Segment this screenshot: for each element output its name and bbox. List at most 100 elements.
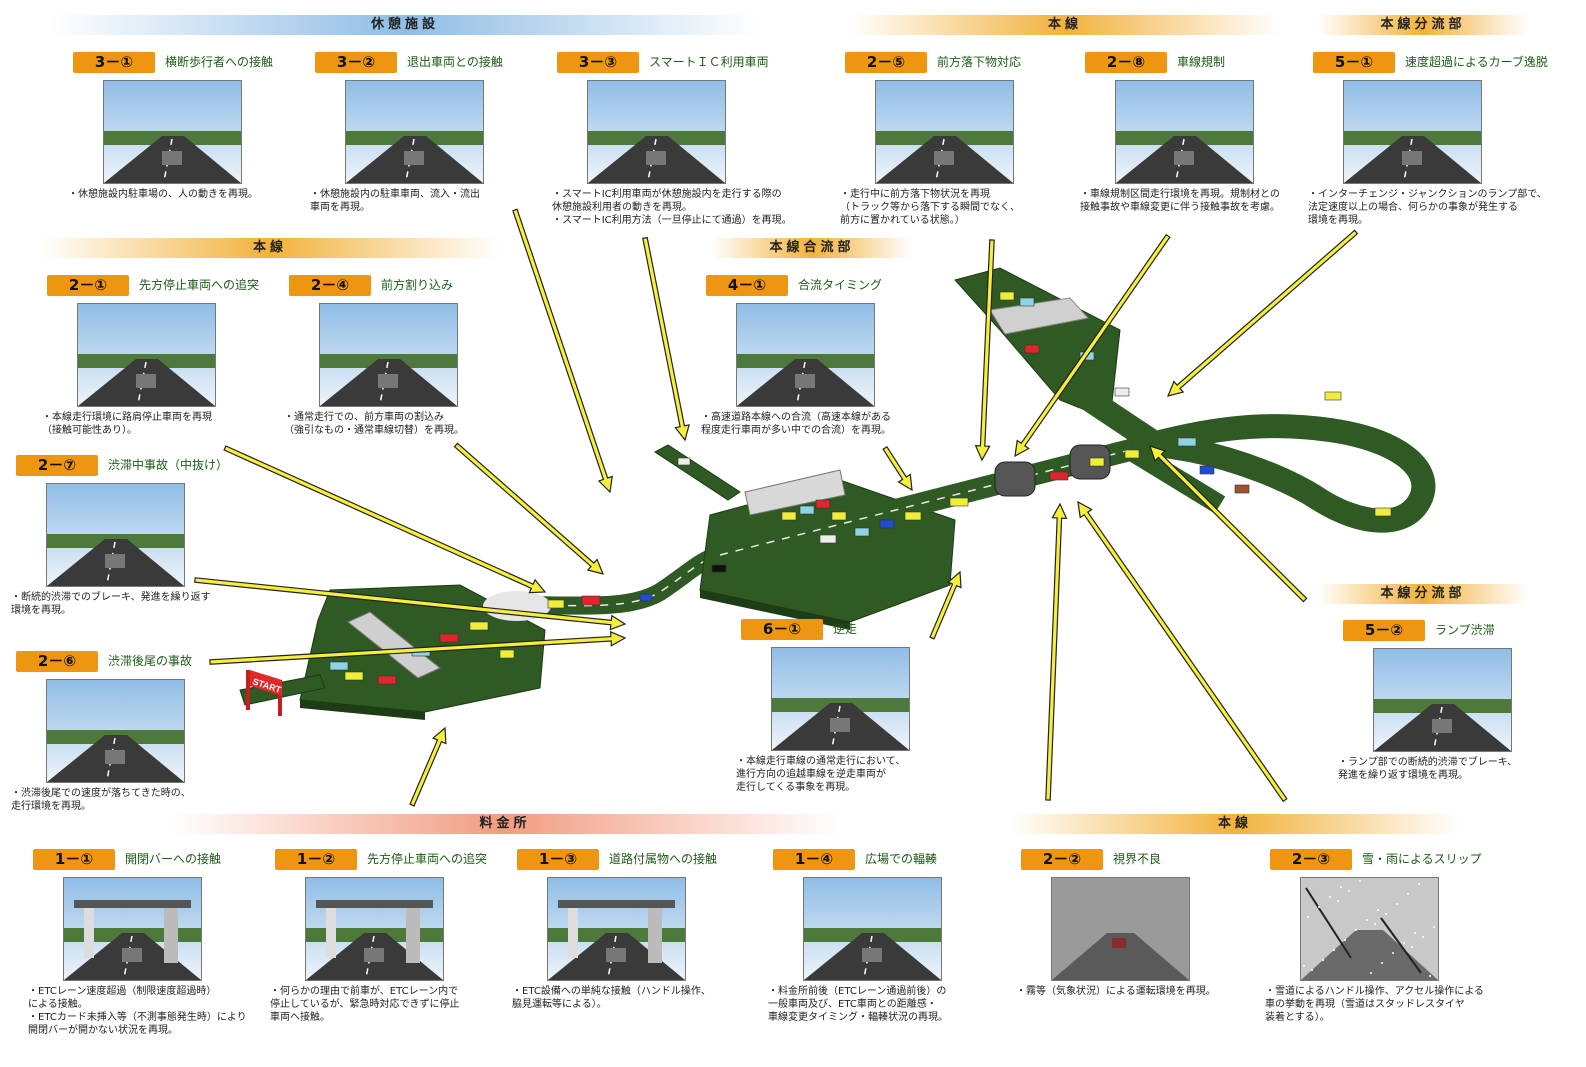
badge-2-6: 2－⑥	[16, 651, 98, 672]
scene-thumbnail-2-6	[46, 679, 185, 783]
description-line: （トラック等から落下する瞬間でなく、	[840, 202, 1020, 213]
scene-thumbnail-2-1	[77, 303, 216, 407]
description-1-1: ・ETCレーン速度超過（制限速度超過時）による接触。・ETCカード未挿入等（不測…	[28, 985, 247, 1037]
title-3-3: スマートＩＣ利用車両	[649, 55, 769, 69]
title-2-5: 前方落下物対応	[937, 55, 1022, 69]
badge-2-2: 2－②	[1021, 849, 1103, 870]
description-6-1: ・本線走行車線の通常走行において、進行方向の追越車線を逆走車両が走行してくる事象…	[736, 755, 905, 794]
banner-main-branch-right: 本線分流部	[1318, 584, 1528, 604]
title-6-1: 逆走	[833, 622, 858, 636]
description-line: ・本線走行車線の通常走行において、	[736, 756, 906, 767]
description-line: ・ETC設備への単純な接触（ハンドル操作、	[512, 986, 711, 997]
badge-2-4: 2－④	[289, 275, 371, 296]
description-line: （強引なもの・通常車線切替）を再現。	[284, 425, 464, 436]
description-2-5: ・走行中に前方落下物状況を再現 （トラック等から落下する瞬間でなく、前方に置かれて…	[840, 188, 1020, 227]
title-2-4: 前方割り込み	[381, 278, 454, 292]
description-1-2: ・何らかの理由で前車が、ETCレーン内で停止しているが、緊急時対応できずに停止車…	[270, 985, 460, 1024]
description-line: ・高速道路本線への合流（高速本線がある	[701, 412, 891, 423]
title-1-1: 開閉バーへの接触	[125, 852, 222, 866]
description-line: 程度走行車両が多い中での合流）を再現。	[701, 425, 891, 436]
scene-thumbnail-3-3	[587, 80, 726, 184]
description-5-1: ・インターチェンジ・ジャンクションのランプ部で、法定速度以上の場合、何らかの事象…	[1308, 188, 1547, 227]
description-3-3: ・スマートIC利用車両が休憩施設内を走行する際の休憩施設利用者の動きを再現。・ス…	[552, 188, 792, 227]
description-line: 進行方向の追越車線を逆走車両が	[736, 769, 886, 780]
description-line: 車両へ接触。	[270, 1012, 330, 1023]
badge-2-1: 2－①	[47, 275, 129, 296]
banner-main-line-left: 本線	[40, 238, 500, 258]
pointer-arrows	[194, 208, 1359, 807]
description-1-3: ・ETC設備への単純な接触（ハンドル操作、脇見運転等による）。	[512, 985, 711, 1011]
scene-thumbnail-2-7	[46, 483, 185, 587]
title-2-8: 車線規制	[1177, 55, 1226, 69]
main-road	[519, 546, 723, 615]
title-4-1: 合流タイミング	[798, 278, 883, 292]
title-2-6: 渋滞後尾の事故	[108, 654, 193, 668]
description-line: ・スマートIC利用車両が休憩施設内を走行する際の	[552, 189, 782, 200]
description-line: ・休憩施設内の駐車車両、流入・流出	[310, 189, 480, 200]
description-line: 脇見運転等による）。	[512, 999, 607, 1010]
scene-thumbnail-5-2	[1373, 648, 1512, 752]
scene-thumbnail-1-3	[547, 877, 686, 981]
badge-5-1: 5－①	[1313, 52, 1395, 73]
description-line: ・スマートIC利用方法（一旦停止にて通過）を再現。	[552, 215, 792, 226]
description-line: ・料金所前後（ETCレーン通過前後）の	[768, 986, 947, 997]
banner-toll: 料金所	[170, 814, 840, 834]
description-line: ・通常走行での、前方車両の割込み	[284, 412, 444, 423]
scene-thumbnail-2-8	[1115, 80, 1254, 184]
badge-6-1: 6－①	[741, 619, 823, 640]
badge-3-2: 3－②	[315, 52, 397, 73]
scene-thumbnail-2-3	[1300, 877, 1439, 981]
scene-thumbnail-5-1	[1343, 80, 1482, 184]
scene-thumbnail-2-5	[875, 80, 1014, 184]
description-line: 前方に置かれている状態。）	[840, 215, 965, 226]
scene-thumbnail-1-1	[63, 877, 202, 981]
description-line: 開閉バーが開かない状況を再現。	[28, 1025, 178, 1036]
badge-5-2: 5－②	[1343, 620, 1425, 641]
scene-thumbnail-4-1	[736, 303, 875, 407]
badge-2-3: 2－③	[1270, 849, 1352, 870]
description-line: ・車線規制区間走行環境を再現。規制材との	[1080, 189, 1280, 200]
badge-4-1: 4－①	[706, 275, 788, 296]
interchange-loop	[1126, 414, 1436, 533]
title-2-2: 視界不良	[1113, 852, 1162, 866]
title-2-7: 渋滞中事故（中抜け）	[108, 458, 229, 472]
description-line: 発進を繰り返す環境を再現。	[1338, 770, 1468, 781]
description-line: 休憩施設利用者の動きを再現。	[552, 202, 692, 213]
description-1-4: ・料金所前後（ETCレーン通過前後）の一般車両及び、ETC車両との距離感・車線変…	[768, 985, 948, 1024]
scene-thumbnail-6-1	[771, 647, 910, 751]
badge-2-8: 2－⑧	[1085, 52, 1167, 73]
description-2-4: ・通常走行での、前方車両の割込み （強引なもの・通常車線切替）を再現。	[284, 411, 464, 437]
title-3-1: 横断歩行者への接触	[165, 55, 274, 69]
description-2-2: ・霧等（気象状況）による運転環境を再現。	[1016, 985, 1216, 998]
badge-3-1: 3－①	[73, 52, 155, 73]
description-line: ・休憩施設内駐車場の、人の動きを再現。	[68, 189, 258, 200]
badge-3-3: 3－③	[557, 52, 639, 73]
title-5-1: 速度超過によるカーブ逸脱	[1405, 55, 1548, 69]
description-line: ・本線走行環境に路肩停止車両を再現	[42, 412, 212, 423]
description-line: 環境を再現。	[1308, 215, 1368, 226]
banner-rest-area: 休憩施設	[50, 15, 760, 35]
description-4-1: ・高速道路本線への合流（高速本線がある程度走行車両が多い中での合流）を再現。	[701, 411, 891, 437]
description-line: ・ランプ部での断続的渋滞でブレーキ、	[1338, 757, 1518, 768]
description-5-2: ・ランプ部での断続的渋滞でブレーキ、発進を繰り返す環境を再現。	[1338, 756, 1517, 782]
description-line: による接触。	[28, 999, 88, 1010]
badge-1-4: 1－④	[773, 849, 855, 870]
scene-thumbnail-2-2	[1051, 877, 1190, 981]
badge-1-2: 1－②	[275, 849, 357, 870]
description-2-1: ・本線走行環境に路肩停止車両を再現（接触可能性あり）。	[42, 411, 212, 437]
description-line: ・ETCレーン速度超過（制限速度超過時）	[28, 986, 217, 997]
banner-main-line-bottom: 本線	[1010, 814, 1460, 834]
smart-ic-ramp	[654, 444, 741, 501]
description-line: ・渋滞後尾での速度が落ちてきた時の、	[11, 788, 191, 799]
title-2-1: 先方停止車両への追突	[139, 278, 260, 292]
description-line: 環境を再現。	[11, 605, 71, 616]
title-5-2: ランプ渋滞	[1435, 623, 1495, 637]
description-3-1: ・休憩施設内駐車場の、人の動きを再現。	[68, 188, 258, 201]
description-line: ・走行中に前方落下物状況を再現	[840, 189, 990, 200]
description-2-7: ・断続的渋滞でのブレーキ、発進を繰り返す環境を再現。	[11, 591, 211, 617]
description-2-6: ・渋滞後尾での速度が落ちてきた時の、走行環境を再現。	[11, 787, 191, 813]
scene-thumbnail-3-1	[103, 80, 242, 184]
description-line: 車両を再現。	[310, 202, 370, 213]
description-2-8: ・車線規制区間走行環境を再現。規制材との接触事故や車線変更に伴う接触事故を考慮。	[1080, 188, 1280, 214]
